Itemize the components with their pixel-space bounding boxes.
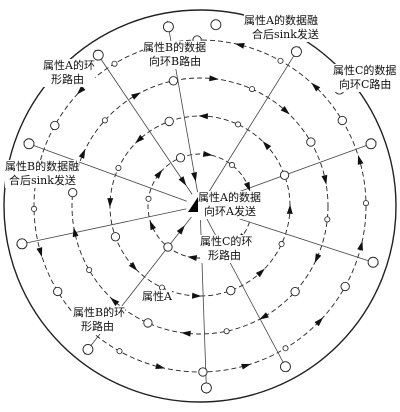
route-arrow-r4-4 xyxy=(36,247,43,258)
sensor-node-r2-8 xyxy=(279,170,290,180)
sensor-node-r4-5 xyxy=(31,205,38,212)
sink-arrow-1 xyxy=(191,172,198,182)
route-arrow-r4-1 xyxy=(241,363,252,370)
route-arrow-r1-2 xyxy=(187,255,198,261)
route-arrow-r2-5 xyxy=(135,134,145,144)
label-attr-c-ring-route: 属性C的环 形路由 xyxy=(200,235,253,263)
route-arrow-r2-4 xyxy=(107,197,114,208)
route-arrow-r3-1 xyxy=(259,312,269,320)
route-arrow-r2-2 xyxy=(191,292,202,299)
route-arrow-r3-5 xyxy=(78,148,86,159)
sensor-node-r1-6 xyxy=(229,162,236,169)
sensor-node-r2-2 xyxy=(226,285,236,296)
route-arrow-r3-4 xyxy=(72,227,79,238)
sensor-node-outer-9 xyxy=(23,138,35,150)
sensor-node-r2-4 xyxy=(110,232,121,242)
route-arrow-r3-3 xyxy=(110,297,120,306)
sensor-node-r3-7 xyxy=(168,76,179,86)
sensor-node-outer-4 xyxy=(367,256,379,268)
route-arrow-r1-5 xyxy=(202,151,213,157)
route-arrow-r4-8 xyxy=(234,43,245,49)
route-arrow-r3-9 xyxy=(321,174,328,185)
route-arrow-r2-6 xyxy=(198,113,209,120)
sensor-node-r3-6 xyxy=(101,117,108,124)
outer-boundary xyxy=(3,9,397,403)
sensor-node-r3-3 xyxy=(143,318,153,328)
sensor-node-r3-10 xyxy=(324,216,331,223)
sensor-link-4 xyxy=(213,209,379,265)
route-arrow-r1-4 xyxy=(154,169,163,179)
label-attr-c-to-ring-c: 属性C的数据 向环C路由 xyxy=(333,64,397,92)
route-arrow-r3-10 xyxy=(314,253,322,264)
sensor-node-outer-1 xyxy=(162,21,174,33)
route-arrow-r3-8 xyxy=(280,106,290,115)
sensor-nodes xyxy=(16,19,379,394)
sensor-node-outer-8 xyxy=(16,238,28,250)
sensor-node-r2-5 xyxy=(115,164,122,171)
route-arrow-r4-6 xyxy=(76,85,86,95)
route-arrow-r2-3 xyxy=(128,261,138,271)
sensor-node-outer-2 xyxy=(290,46,302,58)
sensor-node-r3-2 xyxy=(223,328,230,335)
sensor-node-r3-9 xyxy=(306,137,316,147)
sensor-link-9 xyxy=(23,141,187,202)
label-attr-b-ring-route: 属性B的环 形路由 xyxy=(73,306,126,334)
sensor-node-r4-6 xyxy=(50,120,60,131)
label-attr-a-fusion-sink: 属性A的数据融 合后sink发送 xyxy=(244,14,319,42)
route-arrow-r2-8 xyxy=(286,204,293,215)
sensor-node-outer-5 xyxy=(279,361,291,373)
sensor-node-outer-10 xyxy=(92,49,104,61)
sensor-node-r4-3 xyxy=(116,348,123,355)
route-arrow-r2-1 xyxy=(255,268,265,278)
sensor-node-r4-2 xyxy=(198,367,208,377)
label-attr-b-fusion-sink: 属性B的数据融 合后sink发送 xyxy=(5,160,80,188)
sensor-node-r4-12 xyxy=(340,281,350,292)
routing-ring-3 xyxy=(71,77,329,335)
sensor-node-r2-1 xyxy=(278,241,285,248)
route-arrow-r4-10 xyxy=(357,154,364,165)
sensor-node-r3-1 xyxy=(290,286,300,297)
sensor-node-r3-8 xyxy=(249,86,256,93)
sink-arrow-4 xyxy=(178,176,187,186)
sensor-node-r4-1 xyxy=(282,345,289,352)
route-arrow-r4-12 xyxy=(314,317,324,327)
sensor-node-r4-4 xyxy=(53,286,63,297)
sensor-node-outer-11 xyxy=(210,19,222,31)
sensor-node-r4-7 xyxy=(111,60,118,67)
route-arrow-r2-7 xyxy=(262,141,272,151)
sink-arrow-3 xyxy=(176,225,185,235)
sensor-node-r1-5 xyxy=(175,153,186,163)
sensor-node-r4-10 xyxy=(337,115,347,126)
sensor-node-r3-4 xyxy=(86,266,93,273)
route-arrow-r3-2 xyxy=(181,330,191,337)
sensor-node-outer-6 xyxy=(200,382,212,394)
sensor-node-r4-9 xyxy=(277,57,284,64)
route-arrow-r3-6 xyxy=(131,92,141,100)
sensor-node-r1-4 xyxy=(145,195,152,202)
sensor-node-r3-5 xyxy=(68,187,78,198)
label-attr-a-ring-route: 属性A的环 形路由 xyxy=(43,59,95,87)
label-attr-a-to-ring-a: 属性A的数据 向环A发送 xyxy=(198,191,261,219)
sensor-link-2 xyxy=(207,46,300,195)
sensor-node-outer-3 xyxy=(365,138,377,150)
label-attr-a: 属性A xyxy=(142,290,172,304)
route-arrow-r4-9 xyxy=(311,82,321,92)
route-arrow-r3-7 xyxy=(209,75,219,82)
sensor-node-r4-11 xyxy=(362,200,369,207)
route-arrow-r4-2 xyxy=(155,363,166,369)
sensor-node-r2-7 xyxy=(235,121,242,128)
route-arrow-r4-11 xyxy=(357,240,363,251)
sensor-node-r1-3 xyxy=(163,242,173,252)
label-attr-b-to-ring-b: 属性B的数据 向环B路由 xyxy=(143,41,207,69)
sensor-node-r2-6 xyxy=(164,116,174,127)
sensor-link-10 xyxy=(94,49,193,195)
route-arrow-r1-3 xyxy=(149,220,157,231)
sensor-node-outer-7 xyxy=(82,343,94,355)
sensor-link-8 xyxy=(16,208,187,246)
route-arrow-r1-6 xyxy=(243,181,251,192)
